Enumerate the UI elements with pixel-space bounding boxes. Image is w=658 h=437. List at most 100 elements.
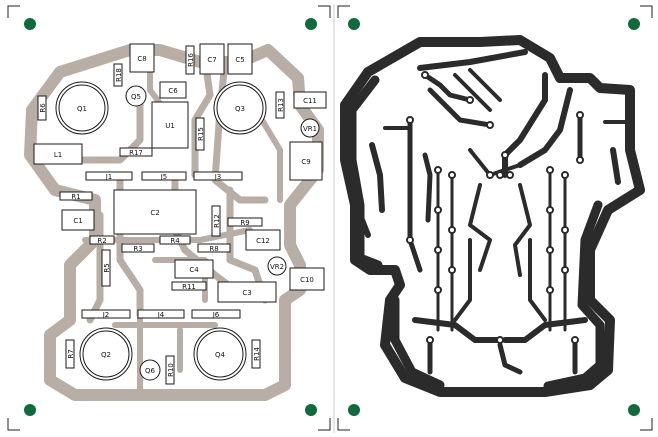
mounting-hole: [24, 18, 36, 30]
component-label-r15: R15: [197, 127, 205, 141]
component-r16: [185, 45, 195, 75]
component-label-c8: C8: [137, 55, 146, 63]
component-label-r16: R16: [187, 53, 195, 67]
component-label-j5: J5: [160, 173, 168, 181]
component-label-q2: Q2: [101, 351, 111, 359]
component-label-vr2: VR2: [270, 263, 284, 271]
component-label-c12: C12: [256, 237, 270, 245]
component-r13: [275, 91, 285, 119]
component-c1: [61, 209, 95, 231]
component-j2: [81, 309, 131, 319]
component-label-r2: R2: [97, 237, 106, 245]
component-label-j3: J3: [214, 173, 222, 181]
component-r11: [171, 281, 207, 291]
component-outlines: [33, 43, 327, 385]
component-c10: [289, 267, 325, 291]
component-label-j2: J2: [102, 311, 110, 319]
component-label-c11: C11: [303, 97, 317, 105]
component-vr1: [300, 118, 320, 138]
component-j1: [85, 171, 133, 181]
mounting-hole: [628, 404, 640, 416]
component-c2: [113, 189, 197, 235]
component-label-q3: Q3: [235, 105, 245, 113]
component-r12: [211, 205, 221, 237]
component-r8: [197, 243, 231, 253]
component-q2: [79, 327, 133, 381]
component-r9: [227, 217, 263, 227]
mounting-hole: [24, 404, 36, 416]
component-inner-ring: [82, 330, 130, 378]
component-r10: [165, 355, 175, 385]
component-r6: [37, 95, 47, 121]
component-label-vr1: VR1: [303, 125, 317, 133]
mounting-hole: [348, 404, 360, 416]
mounting-holes: [24, 18, 640, 416]
component-label-j1: J1: [105, 173, 113, 181]
component-label-c9: C9: [301, 158, 310, 166]
component-label-c2: C2: [150, 209, 159, 217]
component-label-q4: Q4: [215, 351, 226, 359]
component-j4: [137, 309, 185, 319]
component-inner-ring: [216, 84, 264, 132]
component-c11: [293, 91, 327, 109]
component-label-r6: R6: [39, 103, 47, 113]
component-j5: [141, 171, 187, 181]
component-r15: [195, 117, 205, 151]
component-label-r1: R1: [71, 193, 80, 201]
component-c4: [174, 259, 214, 279]
component-r14: [251, 339, 261, 369]
copper-traces: [340, 35, 645, 397]
mounting-hole: [628, 18, 640, 30]
component-label-u1: U1: [165, 122, 175, 130]
component-label-r5: R5: [103, 263, 111, 272]
component-c5: [227, 43, 253, 75]
component-c6: [159, 81, 187, 99]
component-label-q1: Q1: [77, 105, 87, 113]
component-label-j6: J6: [212, 311, 220, 319]
component-r3: [121, 243, 155, 253]
mounting-hole: [305, 18, 317, 30]
component-q4: [193, 327, 247, 381]
component-label-r18: R18: [115, 68, 123, 82]
component-label-r17: R17: [129, 149, 143, 157]
component-c9: [289, 141, 323, 181]
component-label-r3: R3: [133, 245, 142, 253]
copper-pads: [406, 71, 584, 344]
component-j6: [191, 309, 241, 319]
component-r4: [159, 235, 191, 245]
component-label-c7: C7: [207, 56, 216, 64]
component-q3: [213, 81, 267, 135]
mounting-hole: [348, 18, 360, 30]
component-label-r8: R8: [209, 245, 218, 253]
component-label-r11: R11: [182, 283, 196, 291]
component-r2: [89, 235, 115, 245]
component-label-r12: R12: [213, 214, 221, 228]
component-r18: [113, 63, 123, 87]
component-label-c10: C10: [300, 276, 314, 284]
component-label-r4: R4: [170, 237, 180, 245]
component-q1: [55, 81, 109, 135]
component-inner-ring: [58, 84, 106, 132]
component-q5: [125, 85, 147, 107]
component-c12: [245, 229, 281, 251]
component-label-r14: R14: [253, 347, 261, 361]
mounting-hole: [305, 404, 317, 416]
component-r7: [65, 339, 75, 369]
component-label-c3: C3: [242, 289, 251, 297]
component-label-r7: R7: [67, 349, 75, 358]
component-label-q6: Q6: [145, 367, 156, 375]
component-label-r9: R9: [240, 219, 249, 227]
component-label-r13: R13: [277, 98, 285, 112]
component-r1: [59, 191, 93, 201]
component-label-l1: L1: [54, 151, 62, 159]
component-c3: [217, 281, 277, 303]
component-label-c6: C6: [168, 87, 178, 95]
component-inner-ring: [196, 330, 244, 378]
crop-marks: [7, 4, 653, 433]
component-c8: [129, 43, 155, 73]
component-label-c5: C5: [235, 56, 244, 64]
component-l1: [33, 143, 83, 165]
component-vr2: [267, 256, 287, 276]
